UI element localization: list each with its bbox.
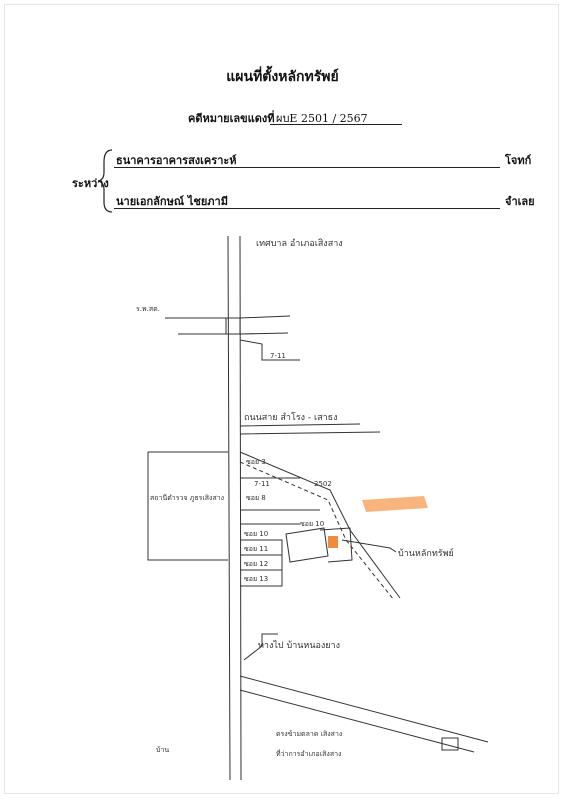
- plaintiff-name: ธนาคารอาคารสงเคราะห์: [116, 154, 237, 167]
- label-soi11: ซอย 11: [244, 545, 268, 553]
- label-soi10b: ซอย 10: [244, 530, 268, 538]
- label-soi13: ซอย 13: [244, 575, 268, 583]
- plaintiff-line: [114, 167, 500, 168]
- label-corner-note: บ้าน: [156, 746, 169, 754]
- case-underline: [270, 124, 402, 125]
- label-soi3: ซอย 3: [246, 458, 266, 466]
- label-bottom-line2: ที่ว่าการอำเภอเสิงสาง: [276, 749, 341, 758]
- plaintiff-role: โจทก์: [505, 154, 532, 167]
- label-property: บ้านหลักทรัพย์: [398, 547, 454, 559]
- label-7-11-mid: 7-11: [254, 480, 270, 488]
- case-label: คดีหมายเลขแดงที่: [188, 112, 275, 125]
- label-soi8: ซอย 8: [246, 494, 266, 502]
- label-top-road: เทศบาล อำเภอเสิงสาง: [256, 238, 343, 249]
- label-soi12: ซอย 12: [244, 560, 268, 568]
- defendant-role: จำเลย: [505, 195, 535, 208]
- label-school: สถานีตำรวจ ภูธรเสิงสาง: [150, 494, 224, 502]
- label-7-11-top: 7-11: [270, 352, 286, 360]
- label-soi10a: ซอย 10: [300, 520, 324, 528]
- property-highlight: [362, 496, 428, 512]
- label-cross-road: ถนนสาย สำโรง - เสาธง: [244, 412, 338, 423]
- label-bottom-line1: ตรงข้ามตลาด เสิงสาง: [276, 730, 342, 738]
- label-soi-km: 2502: [314, 480, 332, 488]
- label-bottom-turn: ทางไป บ้านหนองยาง: [258, 640, 340, 651]
- defendant-name: นายเอกลักษณ์ ไชยภามี: [116, 195, 228, 208]
- page-border: [4, 4, 559, 794]
- document-title: แผนที่ตั้งหลักทรัพย์: [226, 69, 339, 85]
- main-road-left: [227, 235, 231, 781]
- property-marker: [328, 536, 338, 548]
- case-row: คดีหมายเลขแดงที่ ผบE 2501 / 2567: [188, 109, 368, 127]
- defendant-line: [114, 208, 500, 209]
- label-upper-side: ร.พ.สต.: [136, 305, 160, 313]
- case-number: ผบE 2501 / 2567: [276, 112, 368, 125]
